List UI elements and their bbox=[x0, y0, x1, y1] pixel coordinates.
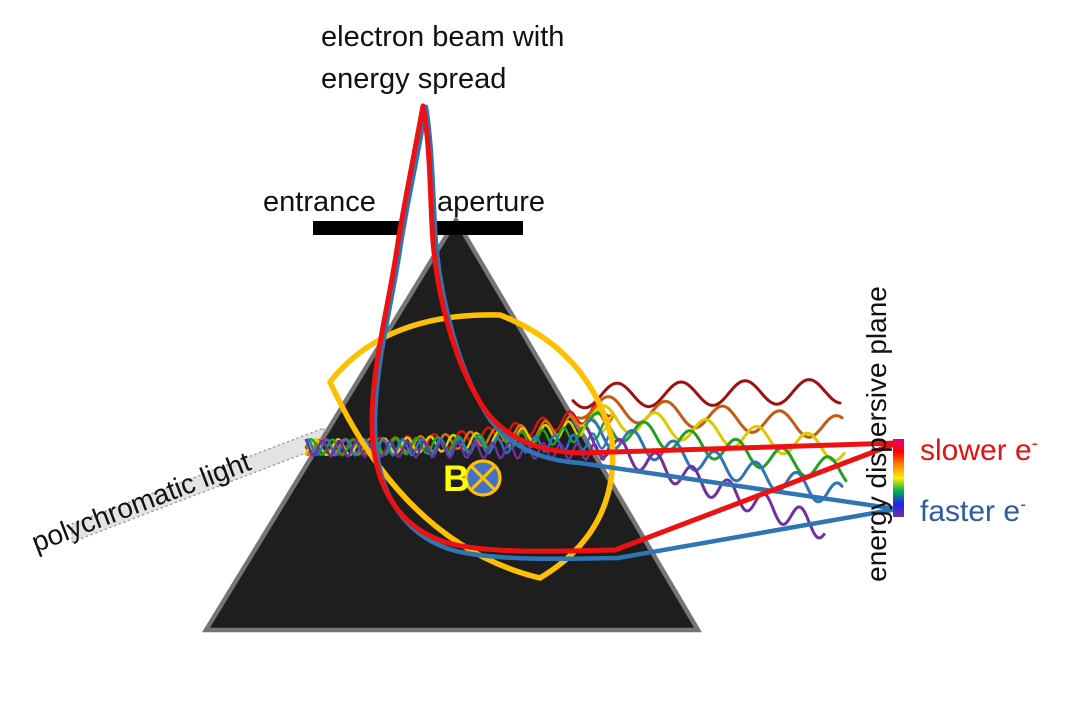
light-wave bbox=[585, 426, 826, 540]
aperture-label: aperture bbox=[437, 186, 546, 218]
dispersed-light-wave-fan bbox=[571, 378, 848, 540]
prism-triangle bbox=[201, 215, 702, 633]
diagram-title: electron beam with energy spread bbox=[321, 16, 564, 100]
magnetic-field-b-label: B bbox=[443, 458, 470, 499]
slower-electron-label: slower e- bbox=[920, 433, 1038, 468]
polychromatic-light-band bbox=[71, 427, 325, 543]
aperture-bar-left bbox=[313, 221, 399, 235]
magnetic-field-into-page-icon bbox=[464, 459, 502, 497]
light-wave bbox=[586, 418, 844, 504]
energy-dispersive-plane-label: energy dispersive plane bbox=[861, 286, 892, 582]
faster-electron-label: faster e- bbox=[920, 494, 1026, 529]
slower-electron-superscript: - bbox=[1031, 433, 1038, 453]
light-wave bbox=[576, 395, 844, 439]
light-wave bbox=[304, 409, 615, 457]
slower-electron-text: slower e bbox=[920, 434, 1032, 467]
light-wave bbox=[571, 378, 842, 410]
faster-electron-text: faster e bbox=[920, 495, 1021, 528]
slow-electron-right-path bbox=[420, 103, 900, 456]
magnetic-sector-outline bbox=[327, 312, 616, 581]
slow-electron-left-path bbox=[369, 103, 900, 554]
dispersive-plane-spectrum-bar bbox=[893, 439, 904, 517]
slow-electron-paths bbox=[369, 103, 900, 554]
fast-electron-left-path bbox=[372, 104, 900, 562]
light-wave bbox=[304, 439, 615, 462]
aperture-bar-right bbox=[437, 221, 523, 235]
faster-electron-superscript: - bbox=[1020, 494, 1027, 514]
entrance-label: entrance bbox=[263, 186, 376, 218]
title-line-2: energy spread bbox=[321, 63, 507, 95]
title-line-1: electron beam with bbox=[321, 21, 565, 53]
light-wave bbox=[584, 411, 848, 483]
light-wave bbox=[581, 404, 846, 463]
